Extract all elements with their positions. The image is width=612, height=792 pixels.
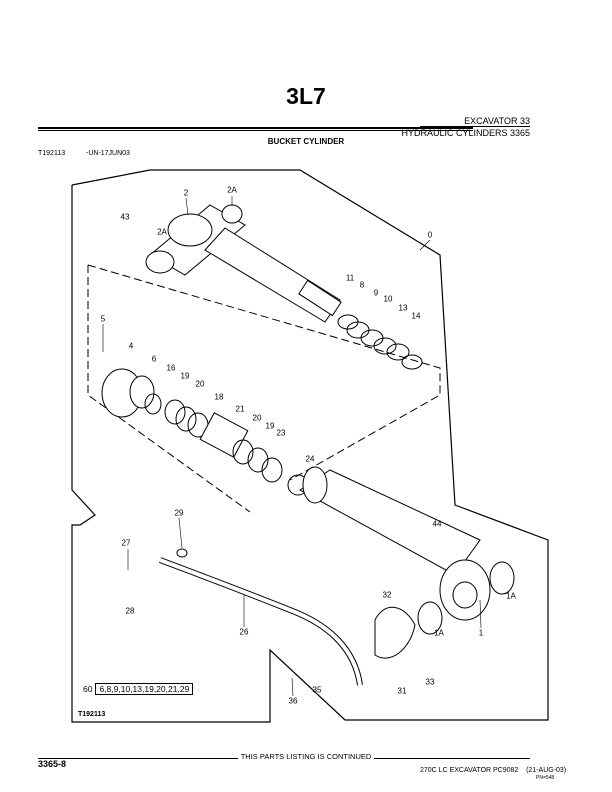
footer-model: 270C LC EXCAVATOR PC9082 (21-AUG-03) xyxy=(420,767,566,774)
leader-lines xyxy=(102,196,482,697)
header-rule xyxy=(38,127,473,129)
dash-frame xyxy=(87,264,441,481)
seal-rings xyxy=(337,314,423,370)
callout: 0 xyxy=(427,230,433,240)
figure-id: T192113 xyxy=(78,711,106,718)
callout: 43 xyxy=(120,212,130,222)
group-label: HYDRAULIC CYLINDERS 3365 xyxy=(401,128,530,138)
callout: 23 xyxy=(276,428,286,438)
callout: 35 xyxy=(312,685,322,695)
pn-number: PN=548 xyxy=(536,775,555,781)
callout: 13 xyxy=(398,303,408,313)
rod-assembly xyxy=(145,204,342,323)
callout: 33 xyxy=(425,677,435,687)
section-rule xyxy=(420,126,530,127)
page-number: 3365-8 xyxy=(38,759,67,769)
callout: 24 xyxy=(305,454,315,464)
callout: 21 xyxy=(235,404,245,414)
callout: 31 xyxy=(397,686,407,696)
callout: 1A xyxy=(434,628,444,638)
section-label: EXCAVATOR 33 xyxy=(464,116,530,126)
callout: 27 xyxy=(121,538,131,548)
callout: 26 xyxy=(239,627,249,637)
callout: 1A xyxy=(506,591,516,601)
callout: 2A xyxy=(227,185,237,195)
callout: 20 xyxy=(252,413,262,423)
callout: 36 xyxy=(288,696,298,706)
figure-date: -UN-17JUN03 xyxy=(86,150,130,157)
clamp xyxy=(374,606,416,659)
callout: 29 xyxy=(174,508,184,518)
barrel xyxy=(299,466,515,635)
subtitle: BUCKET CYLINDER xyxy=(267,137,345,146)
callout: 16 xyxy=(166,363,176,373)
page-title: 3L7 xyxy=(286,83,326,109)
continued-note: THIS PARTS LISTING IS CONTINUED xyxy=(0,752,612,761)
continued-text: THIS PARTS LISTING IS CONTINUED xyxy=(237,752,375,761)
callout: 14 xyxy=(411,311,421,321)
callout: 11 xyxy=(345,273,355,283)
head-and-piston xyxy=(101,368,309,496)
diagram-frame xyxy=(71,169,549,723)
hydraulic-tube xyxy=(158,548,363,686)
callout: 19 xyxy=(265,421,275,431)
header-rule-thin xyxy=(38,130,473,131)
callout: 1 xyxy=(478,628,484,638)
model-text: 270C LC EXCAVATOR PC9082 xyxy=(420,767,519,774)
callout: 2A xyxy=(157,227,167,237)
date-text: (21-AUG-03) xyxy=(526,767,567,774)
callout: 19 xyxy=(180,371,190,381)
callout: 44 xyxy=(432,519,442,529)
kit-items: 6,8,9,10,13,19,20,21,29 xyxy=(95,683,194,695)
callout: 18 xyxy=(214,392,224,402)
callout: 20 xyxy=(195,379,205,389)
kit-number: 60 xyxy=(83,684,93,694)
callout: 28 xyxy=(125,606,135,616)
callout: 32 xyxy=(382,590,392,600)
callout: 2 xyxy=(183,188,189,198)
callout: 6 xyxy=(151,354,157,364)
callout: 4 xyxy=(128,341,134,351)
callout: 5 xyxy=(100,314,106,324)
callout: 9 xyxy=(373,288,379,298)
callout: 8 xyxy=(359,280,365,290)
callout: 10 xyxy=(383,294,393,304)
figure-ref: T192113 xyxy=(38,150,66,157)
